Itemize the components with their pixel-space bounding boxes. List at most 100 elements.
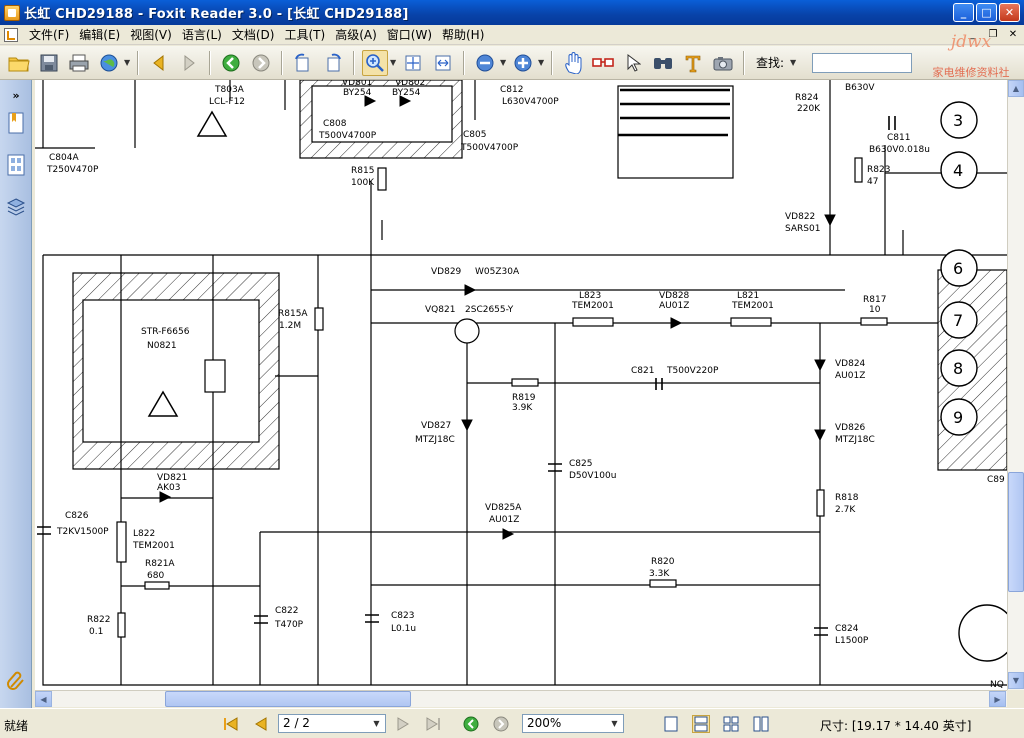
pin-label: 4 (953, 161, 963, 180)
horizontal-scroll-thumb[interactable] (165, 691, 411, 707)
window-title: 长虹 CHD29188 - Foxit Reader 3.0 - [长虹 CHD… (24, 7, 409, 22)
document-icon[interactable] (4, 27, 18, 42)
rotate-left-icon[interactable] (290, 50, 316, 76)
component-label: B630V (845, 83, 875, 93)
fit-width-icon[interactable] (430, 50, 456, 76)
doc-restore-icon[interactable]: ❐ (988, 28, 998, 40)
menu-advanced[interactable]: 高级(A) (335, 27, 377, 42)
scroll-down-arrow-icon[interactable]: ▼ (1008, 672, 1024, 689)
print-icon[interactable] (66, 50, 92, 76)
page-dropdown-arrow-icon[interactable]: ▼ (373, 719, 380, 728)
horizontal-scrollbar[interactable]: ◀ ▶ (35, 690, 1007, 707)
history-back-icon[interactable] (462, 715, 480, 733)
history-forward-icon[interactable] (492, 715, 510, 733)
foxit-app-icon[interactable] (4, 4, 20, 21)
maximize-button[interactable]: □ (976, 3, 997, 22)
component-label: 1.2M (279, 321, 301, 331)
component-label: R817 (863, 295, 886, 305)
find-input[interactable] (812, 52, 913, 73)
component-label: 47 (867, 177, 878, 187)
previous-page-icon[interactable] (146, 50, 172, 76)
status-text: 就绪 (4, 719, 29, 733)
zoom-in-icon[interactable] (510, 50, 536, 76)
component-label: R824 (795, 93, 819, 103)
pages-thumbnails-icon[interactable] (4, 152, 28, 178)
navigation-sidebar: » (0, 80, 32, 710)
scroll-right-arrow-icon[interactable]: ▶ (989, 691, 1006, 707)
component-label: T2KV1500P (56, 527, 109, 537)
globe-icon[interactable] (96, 50, 122, 76)
toolbar-separator (137, 50, 139, 75)
zoom-out-dropdown-icon[interactable]: ▼ (500, 58, 507, 67)
component-label: 3.9K (512, 403, 533, 413)
scroll-up-arrow-icon[interactable]: ▲ (1008, 80, 1024, 97)
menu-document[interactable]: 文档(D) (231, 27, 275, 42)
attachments-paperclip-icon[interactable] (4, 668, 28, 694)
continuous-facing-view-icon[interactable] (752, 715, 770, 733)
component-label: R823 (867, 165, 890, 175)
next-page-icon[interactable] (176, 50, 202, 76)
component-label: TEM2001 (731, 301, 774, 311)
open-folder-icon[interactable] (6, 50, 32, 76)
vertical-scroll-thumb[interactable] (1008, 472, 1024, 592)
doc-minimize-icon[interactable]: _ (970, 28, 976, 40)
binoculars-find-icon[interactable] (650, 50, 676, 76)
typewriter-icon[interactable] (680, 50, 706, 76)
close-button[interactable]: ✕ (999, 3, 1020, 22)
page-number-field[interactable]: 2 / 2 ▼ (278, 714, 386, 733)
save-icon[interactable] (36, 50, 62, 76)
toolbar-separator (209, 50, 211, 75)
zoom-in-dropdown-icon[interactable]: ▼ (538, 58, 545, 67)
first-page-icon[interactable] (222, 715, 240, 733)
globe-dropdown-icon[interactable]: ▼ (124, 58, 131, 67)
pin-label: 6 (953, 259, 963, 278)
menu-bar: 文件(F) 编辑(E) 视图(V) 语言(L) 文档(D) 工具(T) 高级(A… (0, 25, 1024, 45)
bookmarks-panel-icon[interactable] (4, 110, 28, 136)
find-label: 查找: (756, 56, 785, 70)
zoom-dropdown-arrow-icon[interactable]: ▼ (611, 719, 618, 728)
component-label: R820 (651, 557, 675, 567)
title-bar: 长虹 CHD29188 - Foxit Reader 3.0 - [长虹 CHD… (0, 0, 1024, 25)
menu-tools[interactable]: 工具(T) (284, 27, 326, 42)
find-options-dropdown-icon[interactable]: ▼ (790, 58, 797, 67)
menu-edit[interactable]: 编辑(E) (79, 27, 121, 42)
menu-language[interactable]: 语言(L) (181, 27, 222, 42)
facing-view-icon[interactable] (722, 715, 740, 733)
zoom-level-field[interactable]: 200% ▼ (522, 714, 624, 733)
menu-file[interactable]: 文件(F) (29, 27, 70, 42)
component-label: C823 (391, 611, 414, 621)
single-page-view-icon[interactable] (662, 715, 680, 733)
back-green-icon[interactable] (218, 50, 244, 76)
component-label: 100K (351, 178, 375, 188)
select-text-glasses-icon[interactable] (590, 50, 616, 76)
select-pointer-icon[interactable] (620, 50, 646, 76)
prev-page-status-icon[interactable] (252, 715, 270, 733)
snapshot-camera-icon[interactable] (710, 50, 736, 76)
forward-gray-icon[interactable] (248, 50, 274, 76)
menu-help[interactable]: 帮助(H) (442, 27, 485, 42)
document-viewport[interactable]: 3 4 6 7 8 9 C804A T250V470P T803A LCL-F1… (35, 80, 1007, 690)
doc-close-icon[interactable]: ✕ (1008, 28, 1018, 40)
zoom-in-tool-icon[interactable] (362, 49, 388, 76)
expand-sidebar-icon[interactable]: » (12, 88, 20, 102)
layers-panel-icon[interactable] (4, 194, 28, 220)
zoom-tool-dropdown-icon[interactable]: ▼ (390, 58, 397, 67)
next-page-status-icon[interactable] (394, 715, 412, 733)
component-label: STR-F6656 (141, 327, 190, 337)
last-page-icon[interactable] (424, 715, 442, 733)
continuous-view-icon[interactable] (692, 715, 710, 733)
scroll-left-arrow-icon[interactable]: ◀ (35, 691, 52, 707)
menu-view[interactable]: 视图(V) (130, 27, 172, 42)
zoom-out-icon[interactable] (472, 50, 498, 76)
menu-window[interactable]: 窗口(W) (386, 27, 432, 42)
component-label: T470P (274, 620, 304, 630)
component-label: VD802 (395, 80, 425, 88)
rotate-right-icon[interactable] (320, 50, 346, 76)
vertical-scrollbar[interactable]: ▲ ▼ (1007, 80, 1024, 690)
minimize-button[interactable]: _ (953, 3, 974, 22)
fit-page-icon[interactable] (400, 50, 426, 76)
component-label: C826 (65, 511, 89, 521)
component-label: D50V100u (569, 471, 616, 481)
hand-tool-icon[interactable] (560, 50, 586, 76)
component-label: L822 (133, 529, 155, 539)
